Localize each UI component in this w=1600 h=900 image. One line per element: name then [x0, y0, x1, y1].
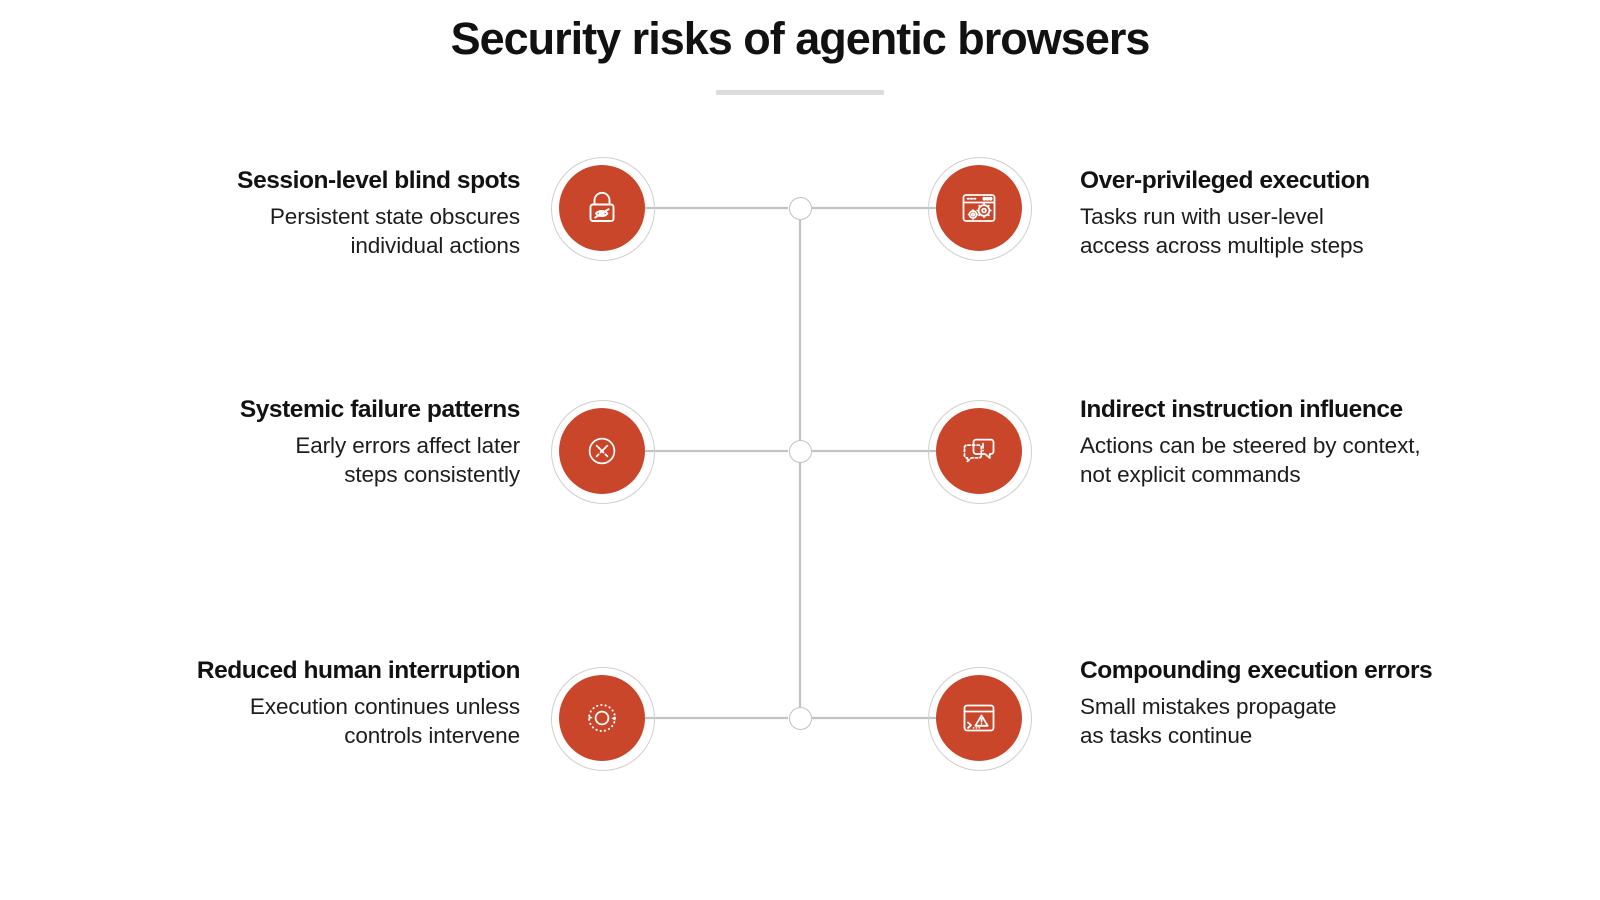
item-indirect-instruction-influence: Indirect instruction influence Actions c… [1080, 395, 1580, 489]
icon-badge-compounding-execution-errors [928, 667, 1032, 771]
dotted-loop-arrows-icon [588, 704, 616, 732]
item-heading: Compounding execution errors [1080, 657, 1433, 684]
terminal-warning-icon [963, 704, 995, 732]
item-heading: Session-level blind spots [237, 167, 520, 194]
item-heading: Reduced human interruption [196, 657, 521, 684]
icon-badge-reduced-human-interruption [551, 667, 655, 771]
title-divider [716, 90, 884, 96]
padlock-eye-slash-icon [589, 191, 615, 222]
item-body: Small mistakes propagate as tasks contin… [1080, 693, 1337, 749]
icon-badge-indirect-instruction-influence [928, 400, 1032, 504]
item-reduced-human-interruption: Reduced human interruption Execution con… [50, 656, 521, 750]
item-body: Persistent state obscures individual act… [269, 203, 520, 259]
item-systemic-failure-patterns: Systemic failure patterns Early errors a… [50, 395, 521, 489]
item-body: Execution continues unless controls inte… [249, 693, 520, 749]
item-compounding-execution-errors: Compounding execution errors Small mista… [1080, 656, 1580, 750]
speech-bubbles-alert-icon [963, 438, 995, 463]
item-body: Tasks run with user-level access across … [1080, 203, 1364, 259]
item-over-privileged-execution: Over-privileged execution Tasks run with… [1080, 166, 1550, 260]
browser-window-gears-icon [962, 194, 996, 222]
item-body: Actions can be steered by context, not e… [1080, 432, 1421, 488]
hub-node-3 [788, 706, 812, 730]
hub-node-2 [788, 439, 812, 463]
item-heading: Indirect instruction influence [1080, 396, 1403, 423]
item-session-blind-spots: Session-level blind spots Persistent sta… [50, 166, 520, 260]
icon-badge-systemic-failure-patterns [551, 400, 655, 504]
item-heading: Over-privileged execution [1080, 167, 1370, 194]
icon-badge-session-blind-spots [551, 157, 655, 261]
item-body: Early errors affect later steps consiste… [295, 432, 520, 488]
title-block: Security risks of agentic browsers [0, 13, 1600, 96]
hub-node-1 [788, 196, 812, 220]
page-title: Security risks of agentic browsers [450, 13, 1151, 64]
item-heading: Systemic failure patterns [239, 396, 521, 423]
icon-badge-over-privileged-execution [928, 157, 1032, 261]
crossing-paths-circle-icon [588, 437, 616, 465]
